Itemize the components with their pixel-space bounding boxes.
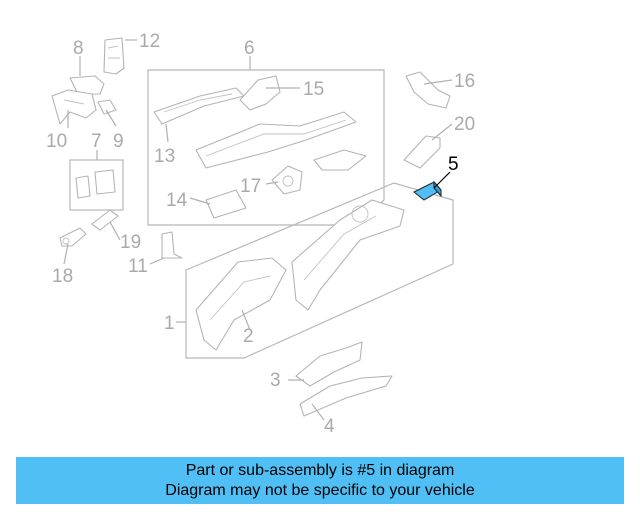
part-12-shape (103, 37, 125, 75)
callout-2: 2 (243, 326, 254, 347)
part-11-shape (161, 231, 183, 259)
part-19-shape (91, 209, 119, 231)
info-banner: Part or sub-assembly is #5 in diagram Di… (16, 457, 624, 504)
part-3-shape (295, 341, 363, 387)
group-frame-1 (185, 182, 454, 359)
callout-11: 11 (128, 256, 148, 277)
callout-8: 8 (73, 38, 84, 59)
callout-17: 17 (240, 176, 261, 197)
part-6-assembly-shape (195, 111, 367, 171)
banner-part-text: Part or sub-assembly is #5 in diagram (185, 461, 455, 479)
callout-4: 4 (324, 416, 335, 437)
part-13-shape (153, 87, 245, 125)
callout-14: 14 (166, 190, 188, 211)
callout-16: 16 (454, 71, 475, 92)
part-18-shape (59, 227, 87, 247)
part-1-rail-shape (291, 199, 405, 311)
part-20-shape (403, 135, 441, 169)
part-7-shape (75, 169, 116, 199)
callout-5[interactable]: 5 (448, 154, 459, 175)
leader-lines (63, 39, 453, 421)
banner-disclaimer-text: Diagram may not be specific to your vehi… (165, 481, 475, 499)
part-17-shape (271, 165, 303, 195)
part-14-shape (205, 189, 247, 219)
part-16-shape (405, 71, 451, 109)
part-10-shape (51, 89, 97, 125)
callout-13: 13 (154, 146, 175, 167)
callout-18: 18 (52, 266, 73, 287)
callout-3: 3 (270, 370, 281, 391)
callout-9: 9 (113, 131, 124, 152)
part-9-shape (97, 99, 117, 115)
callout-10: 10 (46, 131, 67, 152)
callout-15: 15 (303, 79, 324, 100)
part-2-shape (195, 257, 287, 351)
callout-6: 6 (244, 38, 255, 59)
callout-19: 19 (120, 232, 141, 253)
part-15-shape (239, 75, 281, 111)
callout-7: 7 (91, 131, 102, 152)
callout-1: 1 (164, 313, 175, 334)
part-4-shape (299, 375, 393, 417)
callout-20: 20 (454, 114, 475, 135)
callout-12: 12 (139, 31, 160, 52)
